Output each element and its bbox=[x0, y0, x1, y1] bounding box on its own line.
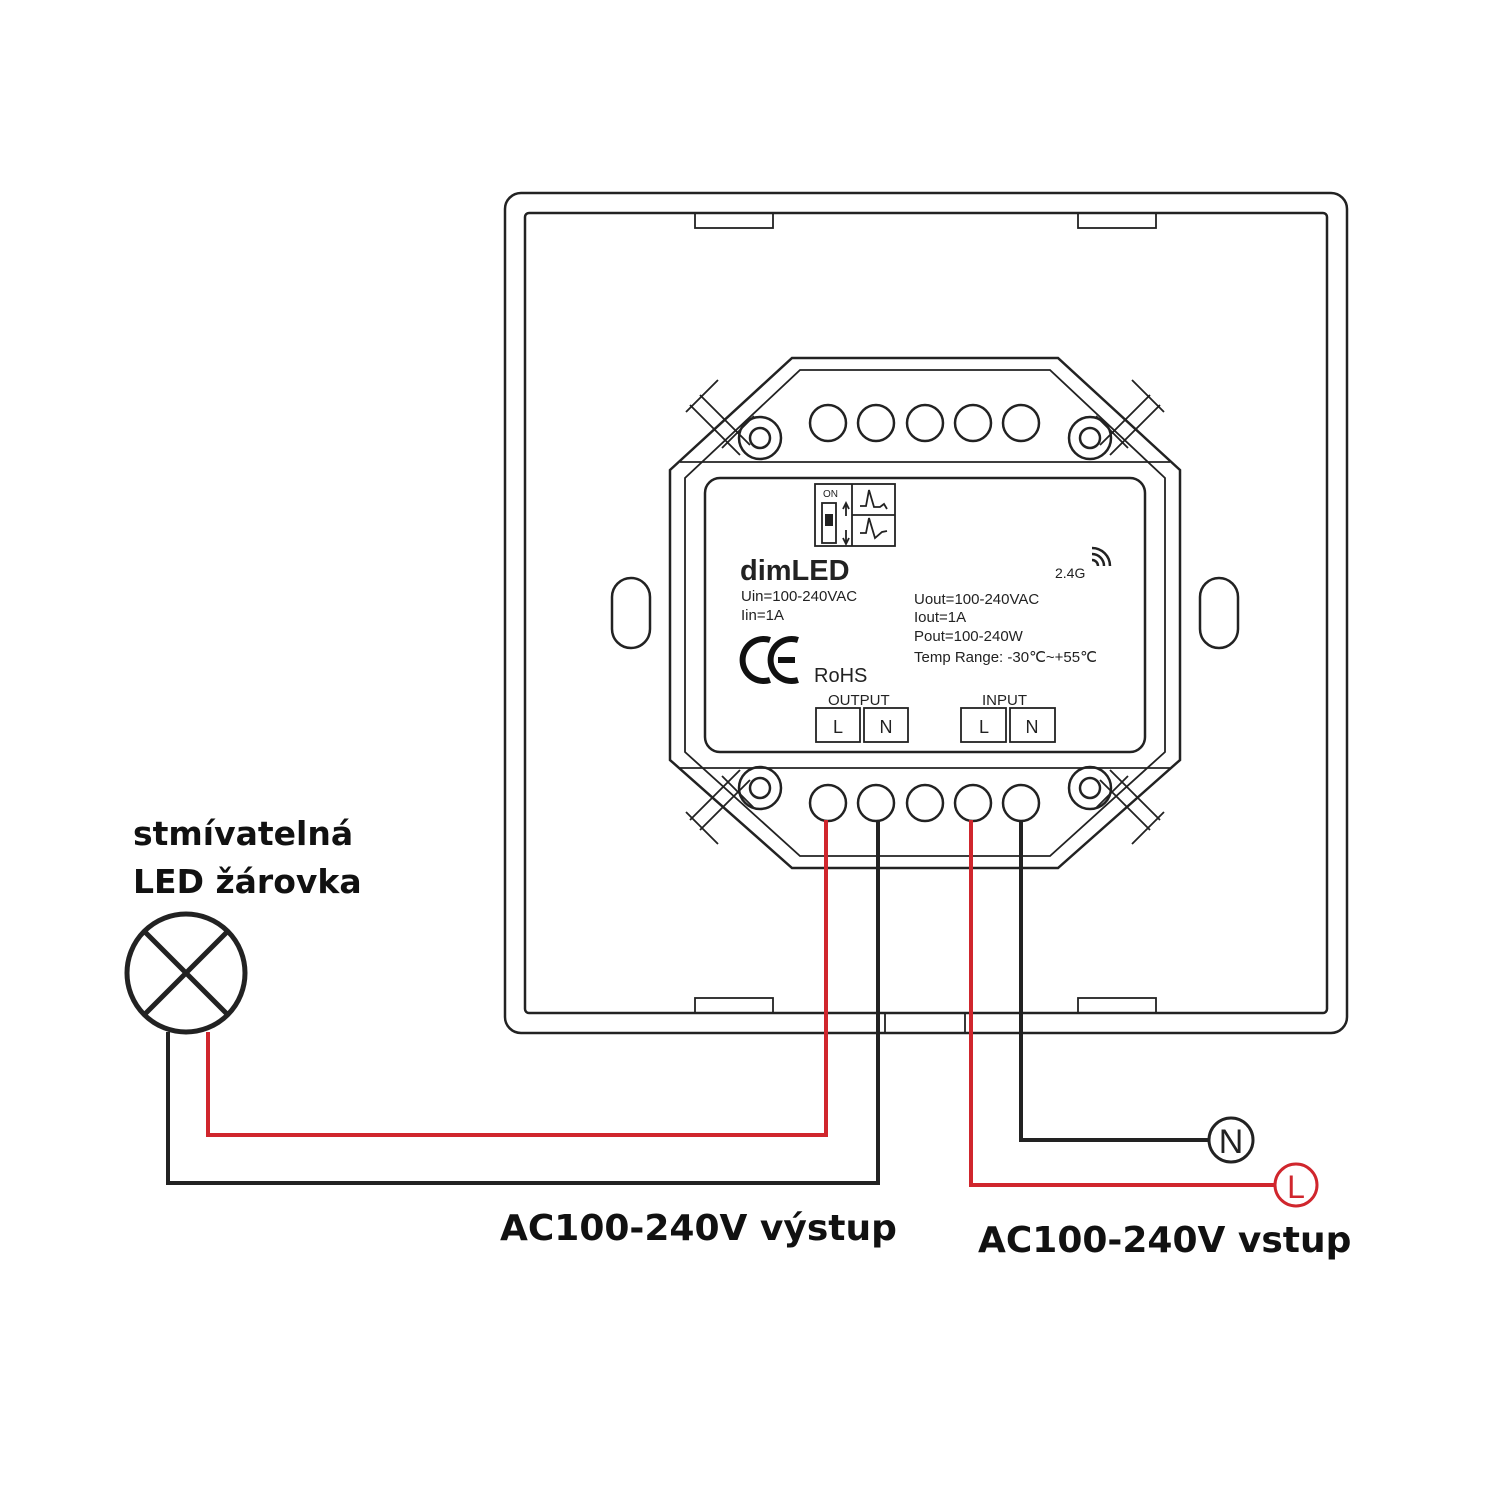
wireless-label: 2.4G bbox=[1055, 565, 1085, 581]
input-n-terminal: N bbox=[1026, 717, 1039, 737]
output-caption: AC100-240V výstup bbox=[500, 1208, 897, 1249]
neutral-supply-label: N bbox=[1219, 1123, 1244, 1161]
output-terminal-label: OUTPUT bbox=[828, 692, 890, 709]
input-l-terminal: L bbox=[979, 717, 989, 737]
output-voltage: Uout=100-240VAC bbox=[914, 591, 1039, 608]
live-supply-icon bbox=[1273, 1162, 1319, 1208]
ce-mark bbox=[739, 636, 799, 684]
temp-range: Temp Range: -30℃~+55℃ bbox=[914, 649, 1097, 666]
bottom-terminals bbox=[808, 783, 1041, 823]
input-caption: AC100-240V vstup bbox=[978, 1220, 1351, 1261]
mounting-slot-left bbox=[610, 576, 652, 650]
neutral-supply-icon bbox=[1207, 1116, 1255, 1164]
input-current: Iin=1A bbox=[741, 607, 784, 624]
lamp-label-line1: stmívatelná bbox=[133, 814, 353, 853]
input-live-wire bbox=[969, 820, 1275, 1187]
dip-switch-diagram: ON bbox=[814, 483, 896, 547]
output-n-terminal: N bbox=[880, 717, 893, 737]
label-plate bbox=[703, 476, 1147, 754]
lamp-label-line2: LED žárovka bbox=[133, 862, 362, 901]
rohs-mark: RoHS bbox=[814, 665, 867, 687]
output-current: Iout=1A bbox=[914, 609, 966, 626]
output-neutral-wire bbox=[166, 820, 880, 1185]
live-supply-label: L bbox=[1287, 1169, 1305, 1205]
input-terminal-label: INPUT bbox=[982, 692, 1027, 709]
brand-name: dimLED bbox=[740, 555, 850, 587]
mounting-slot-right bbox=[1198, 576, 1240, 650]
input-neutral-wire bbox=[1019, 820, 1208, 1142]
wall-plate bbox=[503, 191, 1349, 1035]
input-voltage: Uin=100-240VAC bbox=[741, 588, 857, 605]
output-l-terminal: L bbox=[833, 717, 843, 737]
dip-on-label: ON bbox=[823, 489, 838, 500]
lamp-icon bbox=[124, 911, 248, 1035]
output-power: Pout=100-240W bbox=[914, 628, 1024, 645]
screw-holes bbox=[737, 415, 1113, 811]
wireless-icon bbox=[1091, 546, 1112, 567]
output-live-wire bbox=[206, 820, 828, 1137]
dimmer-module: ON dimLED Uin=100-240VAC Iin=1A RoHS 2.4… bbox=[668, 356, 1182, 870]
top-terminals bbox=[808, 403, 1041, 443]
